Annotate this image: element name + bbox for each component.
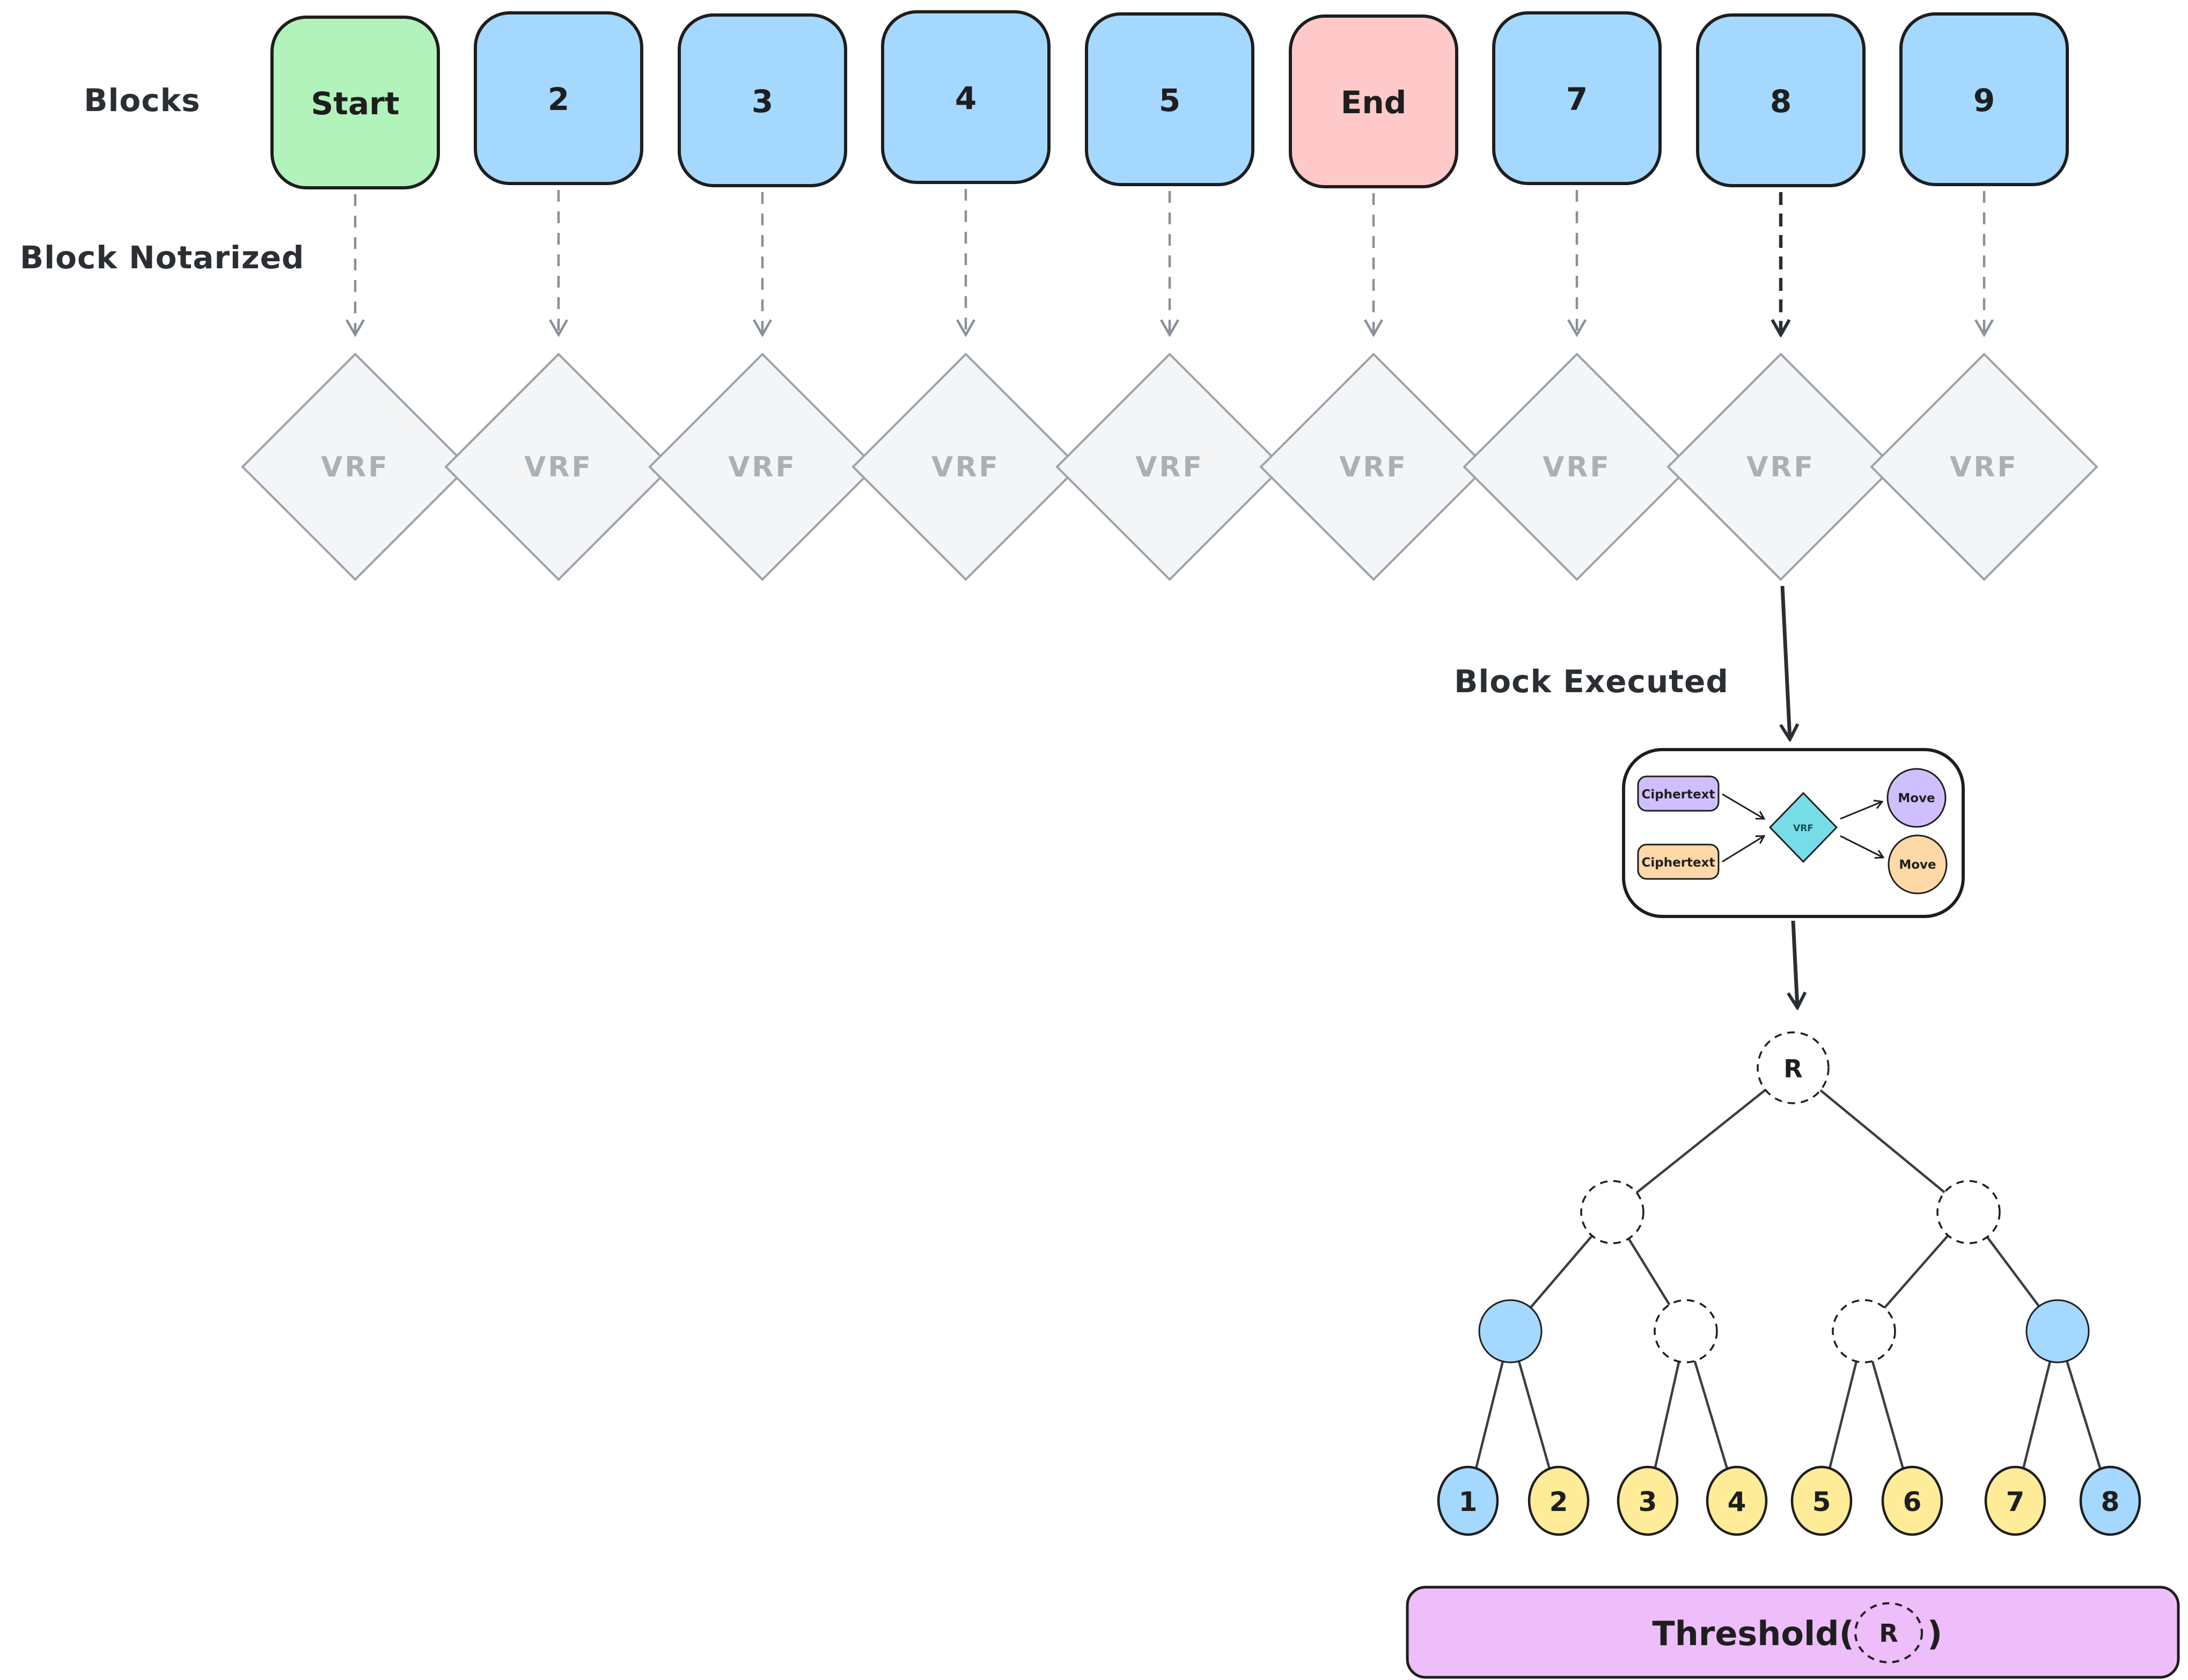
ciphertext-top-label: Ciphertext xyxy=(1642,788,1715,802)
tree-internal-node-revealed xyxy=(2025,1299,2090,1363)
blocks-row: Start 2 3 4 5 End 7 8 9 xyxy=(270,10,2069,189)
leaf-label: 1 xyxy=(1459,1486,1478,1517)
block-notarized-label: Block Notarized xyxy=(20,239,304,276)
leaf-node xyxy=(1617,1465,1679,1536)
threshold-bar: Threshold( R ) xyxy=(1406,1586,2180,1679)
ciphertext-bottom-box xyxy=(1637,843,1720,880)
inner-vrf-label: VRF xyxy=(1793,823,1813,834)
vrf-label: VRF xyxy=(931,451,1000,483)
threshold-r-circle xyxy=(1854,1602,1923,1663)
block-2-label: 2 xyxy=(548,81,569,118)
move-top-node xyxy=(1886,768,1947,828)
block-5 xyxy=(1085,12,1254,186)
vrf-label: VRF xyxy=(1746,451,1815,483)
vrf-label: VRF xyxy=(524,451,593,483)
ciphertext-to-vrf-arrow xyxy=(1722,793,1764,819)
vrf-label: VRF xyxy=(1135,451,1204,483)
vrf-label: VRF xyxy=(1950,451,2018,483)
box-to-tree-arrow xyxy=(1793,920,1797,1008)
leaf-label: 8 xyxy=(2101,1486,2120,1517)
leaf-label: 2 xyxy=(1550,1486,1568,1517)
move-top-label: Move xyxy=(1898,791,1935,805)
leaf-node xyxy=(1984,1465,2046,1536)
block-end xyxy=(1289,14,1458,188)
block-start-label: Start xyxy=(311,85,400,122)
tree-edges xyxy=(1466,1066,2112,1502)
block-2 xyxy=(474,11,643,185)
block-8 xyxy=(1696,13,1866,187)
block-7 xyxy=(1492,11,1662,185)
tree-internal-node-revealed xyxy=(1478,1299,1543,1363)
block-8-label: 8 xyxy=(1770,83,1791,120)
block-4-label: 4 xyxy=(955,80,976,116)
inner-vrf-diamond xyxy=(1768,791,1838,863)
block-4 xyxy=(881,10,1051,184)
leaf-node xyxy=(1790,1465,1853,1536)
leaf-node xyxy=(1706,1465,1768,1536)
ciphertext-to-vrf-arrow xyxy=(1722,836,1764,863)
vrf-diamonds: VRF VRF VRF VRF VRF VRF VRF VRF VRF xyxy=(241,353,2098,581)
tree-root-label: R xyxy=(1783,1054,1802,1083)
vrf-label: VRF xyxy=(1543,451,1611,483)
block-3 xyxy=(678,13,847,187)
threshold-rect xyxy=(1406,1586,2180,1679)
vrf-label: VRF xyxy=(728,451,797,483)
threshold-prefix: Threshold( xyxy=(1652,1614,1854,1653)
leaf-node xyxy=(1437,1465,1499,1536)
tree-internal-node xyxy=(1936,1180,2001,1244)
vrf-diamond xyxy=(1870,353,2098,581)
tree-nodes: R xyxy=(1478,1031,2090,1363)
notarize-arrows xyxy=(355,189,1984,335)
tree-internal-node xyxy=(1580,1180,1644,1244)
tree-edge xyxy=(1611,1066,1795,1214)
tree-leaves: 1 2 3 4 5 6 7 8 xyxy=(1437,1465,2141,1536)
leaf-label: 4 xyxy=(1728,1486,1746,1517)
move-bottom-node xyxy=(1888,834,1948,894)
blocks-row-label: Blocks xyxy=(84,82,200,119)
ciphertext-top-box xyxy=(1637,775,1720,812)
block-5-label: 5 xyxy=(1159,82,1180,119)
executed-detail-box: Ciphertext Ciphertext VRF Move Move xyxy=(1622,748,1965,918)
ciphertext-bottom-label: Ciphertext xyxy=(1642,856,1715,870)
block-executed-arrow xyxy=(1782,585,1790,739)
block-start xyxy=(270,16,440,189)
leaf-node xyxy=(1881,1465,1943,1536)
block-end-label: End xyxy=(1341,84,1406,121)
vrf-label: VRF xyxy=(1339,451,1408,483)
leaf-label: 3 xyxy=(1639,1486,1657,1517)
leaf-label: 7 xyxy=(2006,1486,2025,1517)
block-7-label: 7 xyxy=(1566,81,1588,118)
block-3-label: 3 xyxy=(752,83,773,120)
block-executed-label: Block Executed xyxy=(1454,663,1729,700)
tree-root-node xyxy=(1757,1031,1830,1104)
tree-internal-node xyxy=(1654,1299,1718,1363)
vrf-label: VRF xyxy=(321,451,390,483)
tree-edge xyxy=(1791,1066,1970,1214)
block-9 xyxy=(1899,12,2069,186)
leaf-label: 5 xyxy=(1812,1486,1831,1517)
leaf-label: 6 xyxy=(1903,1486,1922,1517)
vrf-to-move-arrow xyxy=(1840,835,1883,857)
leaf-node xyxy=(1528,1465,1590,1536)
leaf-node xyxy=(2079,1465,2141,1536)
threshold-suffix: ) xyxy=(1927,1614,1942,1653)
vrf-to-move-arrow xyxy=(1840,802,1882,820)
tree-internal-node xyxy=(1832,1299,1896,1363)
block-9-label: 9 xyxy=(1973,82,1995,119)
move-bottom-label: Move xyxy=(1899,858,1936,872)
threshold-r-label: R xyxy=(1879,1619,1898,1648)
